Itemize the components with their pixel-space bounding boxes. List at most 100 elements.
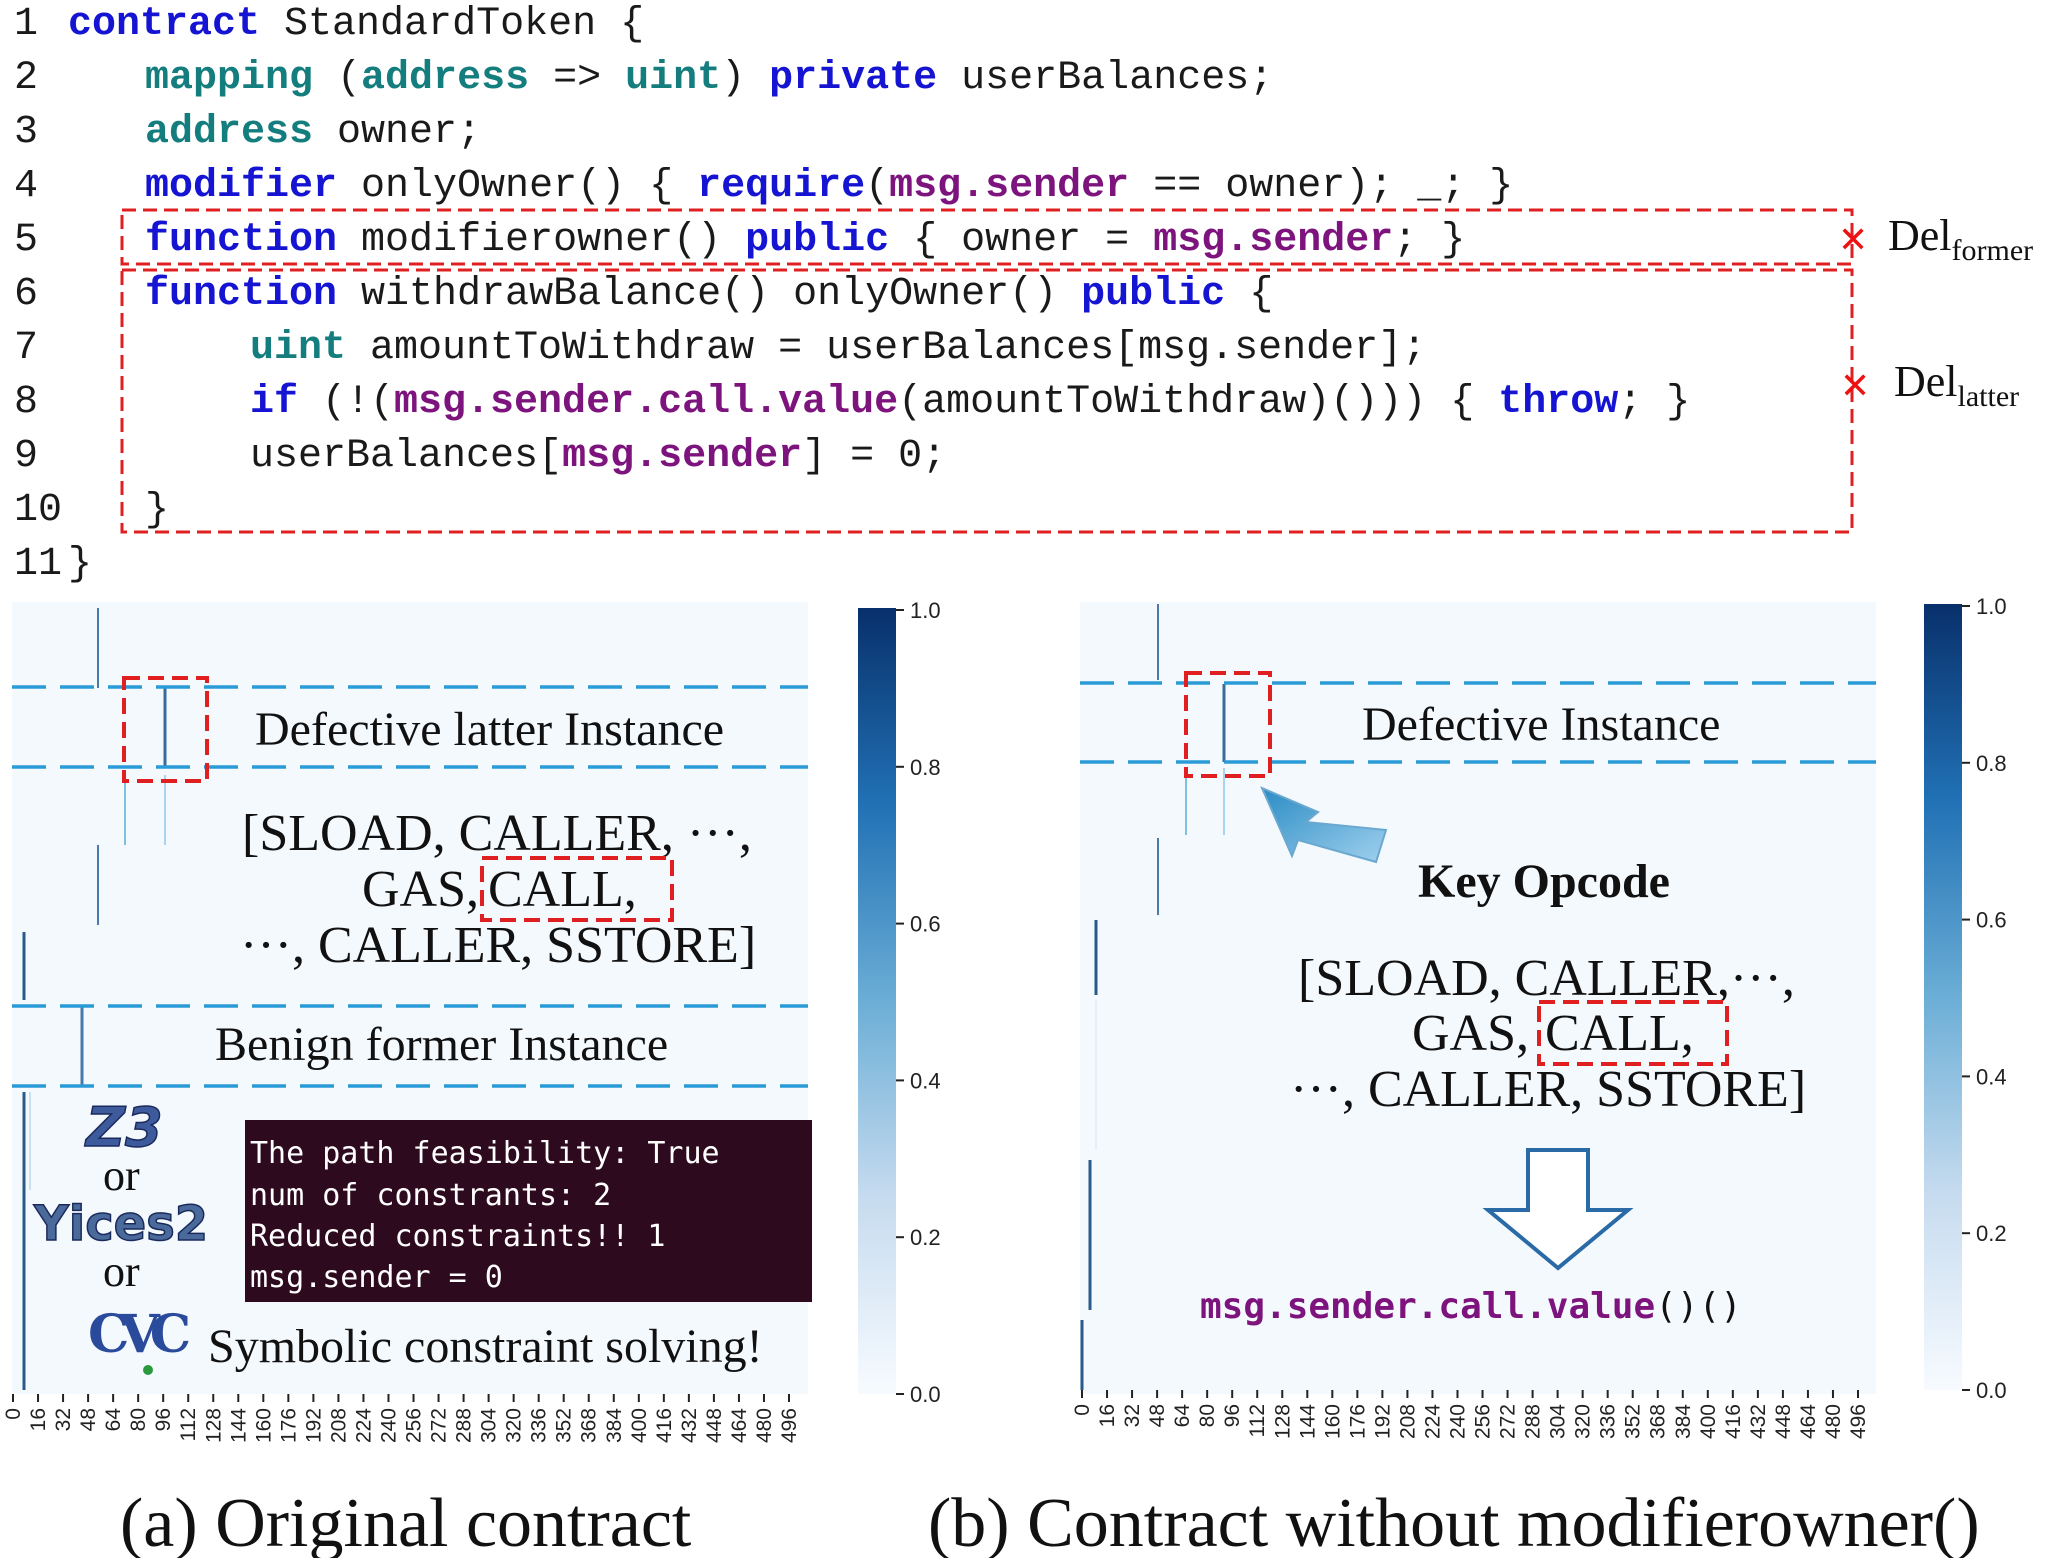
colorbar-tick-label: 1.0: [1976, 594, 2007, 619]
x-tick-label: 176: [1346, 1404, 1369, 1439]
code-line-1: contract StandardToken {: [68, 2, 644, 47]
line-number: 6: [14, 272, 38, 317]
x-tick-label: 160: [1321, 1404, 1344, 1439]
colorbar-a: [858, 608, 896, 1394]
code-line-10: }: [145, 488, 169, 533]
symbolic-solving-label: Symbolic constraint solving!: [208, 1320, 763, 1373]
x-tick-label: 416: [1722, 1404, 1745, 1439]
x-tick-label: 64: [1171, 1404, 1194, 1428]
del-former-marker: ✕ Delformer: [1838, 211, 2033, 267]
colorbar-tick-label: 0.8: [910, 755, 941, 780]
x-tick-label: 464: [1797, 1404, 1820, 1439]
terminal-line: msg.sender = 0: [250, 1260, 503, 1295]
colorbar-tick-label: 0.8: [1976, 751, 2007, 776]
x-tick-label: 368: [1647, 1404, 1670, 1439]
terminal-background: [245, 1120, 812, 1302]
x-tick-label: 176: [277, 1408, 300, 1443]
x-tick-label: 240: [377, 1408, 400, 1443]
benign-former-label: Benign former Instance: [215, 1018, 668, 1071]
caption-a: (a) Original contract: [120, 1485, 692, 1558]
defective-instance-label: Defective Instance: [1362, 698, 1720, 751]
opcodes-line-1-b: [SLOAD, CALLER,···,: [1298, 950, 1795, 1007]
defective-focus-box-a: [122, 676, 209, 783]
x-tick-label: 208: [327, 1408, 350, 1443]
heatmap-b-streaks: [1080, 604, 1226, 1390]
down-arrow-icon: [1482, 1148, 1634, 1271]
colorbar-tick-label: 1.0: [910, 598, 941, 623]
cross-icon: ✕: [1838, 220, 1868, 261]
colorbar-tick-label: 0.4: [1976, 1064, 2007, 1089]
or-label-1: or: [103, 1151, 140, 1200]
defective-latter-label: Defective latter Instance: [255, 703, 724, 756]
opcodes-line-3: ···, CALLER, SSTORE]: [240, 917, 756, 974]
code-line-8: if (!(msg.sender.call.value(amountToWith…: [250, 380, 1690, 425]
x-tick-label: 256: [1472, 1404, 1495, 1439]
x-tick-label: 240: [1446, 1404, 1469, 1439]
x-tick-label: 80: [1196, 1404, 1219, 1427]
svg-text:CVC: CVC: [88, 1304, 189, 1365]
x-tick-label: 32: [1121, 1404, 1144, 1427]
x-tick-label: 336: [1597, 1404, 1620, 1439]
opcodes-line-1: [SLOAD, CALLER, ···,: [242, 805, 752, 862]
x-tick-label: 304: [478, 1408, 501, 1443]
line-number: 9: [14, 434, 38, 479]
x-tick-label: 272: [428, 1408, 451, 1443]
x-tick-label: 0: [1071, 1404, 1094, 1416]
x-tick-label: 352: [553, 1408, 576, 1443]
defective-focus-box-b: [1184, 671, 1272, 778]
cvc-logo: CVC: [88, 1304, 199, 1375]
cross-icon: ✕: [1840, 366, 1870, 407]
colorbar-tick-label: 0.0: [1976, 1378, 2007, 1403]
x-tick-label: 256: [403, 1408, 426, 1443]
terminal-line: Reduced constraints!! 1: [250, 1219, 665, 1254]
caption-b: (b) Contract without modifierowner(): [928, 1485, 1980, 1558]
heatmap-b: [1080, 602, 1876, 1394]
colorbar-b-ticks: 1.00.80.60.40.20.0: [1962, 594, 2007, 1403]
x-tick-label: 48: [77, 1408, 100, 1431]
x-tick-label: 288: [1522, 1404, 1545, 1439]
del-latter-marker: ✕ Dellatter: [1840, 357, 2019, 413]
instance-separators-a: [12, 685, 808, 1088]
x-tick-label: 288: [453, 1408, 476, 1443]
code-line-3: address owner;: [145, 110, 481, 155]
code-listing: 1 2 3 4 5 6 7 8 9 10 11 contract Standar…: [14, 2, 1690, 587]
opcodes-line-3-b: ···, CALLER, SSTORE]: [1290, 1061, 1806, 1118]
code-line-7: uint amountToWithdraw = userBalances[msg…: [250, 326, 1426, 371]
code-line-4: modifier onlyOwner() { require(msg.sende…: [145, 164, 1513, 209]
colorbar-tick-label: 0.2: [1976, 1221, 2007, 1246]
x-tick-label: 368: [578, 1408, 601, 1443]
panel-b: Defective Instance Key Opcode [SLOAD, CA…: [928, 594, 2007, 1558]
x-tick-label: 0: [2, 1408, 25, 1420]
panel-a: Defective latter Instance [SLOAD, CALLER…: [2, 598, 941, 1558]
x-tick-label: 432: [1747, 1404, 1770, 1439]
x-tick-label: 128: [202, 1408, 225, 1443]
key-opcode-b: CALL,: [1545, 1005, 1694, 1062]
x-tick-label: 128: [1271, 1404, 1294, 1439]
code-line-11: }: [68, 542, 92, 587]
key-opcode-box-b: [1537, 1000, 1729, 1066]
yices2-logo: Yices2: [33, 1196, 208, 1252]
z3-logo: Z3: [84, 1096, 163, 1159]
x-tick-label: 224: [1421, 1404, 1444, 1439]
x-tick-label: 208: [1396, 1404, 1419, 1439]
x-tick-label: 192: [302, 1408, 325, 1443]
x-tick-label: 496: [778, 1408, 801, 1443]
x-tick-label: 496: [1847, 1404, 1870, 1439]
x-tick-label: 144: [227, 1408, 250, 1443]
x-tick-label: 400: [1697, 1404, 1720, 1439]
heatmap-a-streaks: [22, 608, 167, 1390]
colorbar-tick-label: 0.4: [910, 1068, 941, 1093]
colorbar-tick-label: 0.6: [910, 912, 941, 937]
x-tick-label: 112: [1246, 1404, 1269, 1437]
x-tick-label: 432: [678, 1408, 701, 1443]
line-numbers: 1 2 3 4 5 6 7 8 9 10 11: [14, 2, 62, 587]
colorbar-tick-label: 0.2: [910, 1225, 941, 1250]
x-tick-label: 16: [1096, 1404, 1119, 1427]
opcodes-line-2: GAS,: [362, 861, 492, 918]
x-tick-label: 448: [1772, 1404, 1795, 1439]
key-opcode-label: Key Opcode: [1418, 855, 1670, 908]
code-line-9: userBalances[msg.sender] = 0;: [250, 434, 946, 479]
x-tick-label: 448: [703, 1408, 726, 1443]
x-tick-label: 384: [603, 1408, 626, 1443]
key-opcode-a: CALL,: [488, 861, 637, 918]
